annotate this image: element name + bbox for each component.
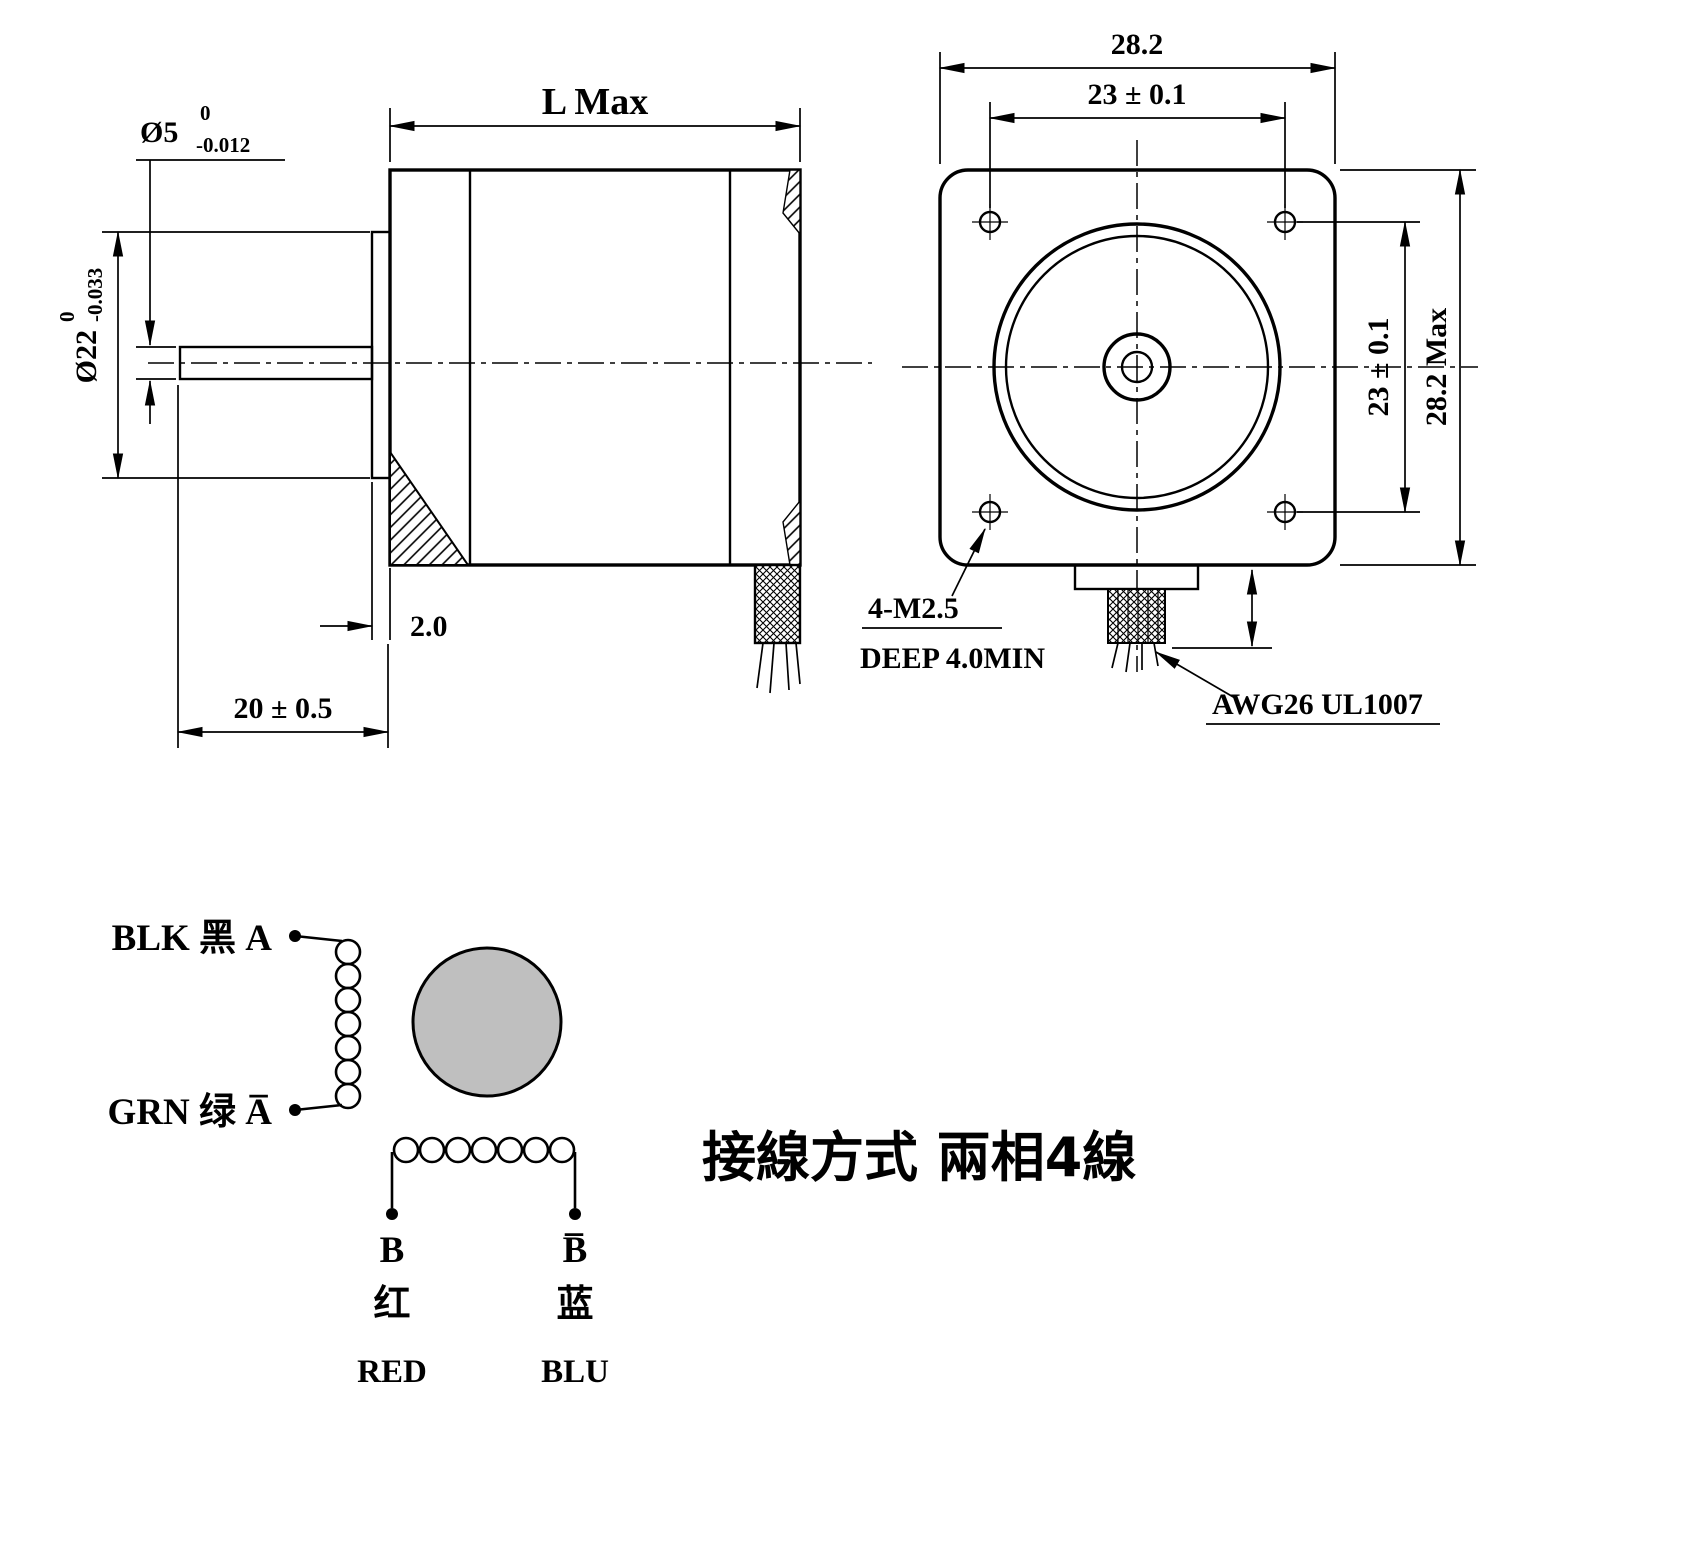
label-phase-a: BLK 黑 A — [112, 918, 273, 959]
terminal-b-bar — [569, 1208, 581, 1220]
dim-pilot-dia-group: Ø22 0 -0.033 — [55, 268, 107, 384]
mounting-holes — [972, 204, 1303, 530]
section-hatch — [389, 448, 470, 566]
cable-sleeve — [753, 563, 802, 645]
coil-loop — [334, 986, 362, 1014]
rotor — [411, 946, 563, 1098]
dim-l-max: L Max — [542, 81, 649, 123]
note-wire: AWG26 UL1007 — [1212, 688, 1423, 721]
dim-hole-span-side: 23 ± 0.1 — [1362, 318, 1395, 417]
coil-loop — [334, 1082, 362, 1110]
dim-hole-span-side-group: 23 ± 0.1 — [1362, 318, 1395, 417]
dim-pilot-dia-upper: 0 — [55, 312, 79, 323]
dim-width: 28.2 — [1111, 28, 1164, 61]
dim-shaft-dia-lower: -0.012 — [196, 133, 250, 157]
coil-loop — [334, 1034, 362, 1062]
dim-height-group: 28.2 Max — [1420, 308, 1453, 426]
leader-arrow — [951, 527, 986, 597]
coil-loop — [470, 1136, 498, 1164]
wiring-title: 接線方式 兩相4線 — [702, 1126, 1136, 1189]
dim-shaft-dia-upper: 0 — [200, 101, 211, 125]
cable-wire — [795, 642, 801, 685]
pilot-circle-outer — [992, 222, 1282, 512]
note-holes-line1: 4-M2.5 — [868, 592, 959, 625]
wire-end — [1111, 642, 1119, 669]
dim-pilot-dia-lower: -0.033 — [83, 268, 107, 322]
rear-chamfer-top — [782, 169, 801, 236]
coil-loop — [334, 962, 362, 990]
coil-loop — [334, 1058, 362, 1086]
coil-loop — [334, 1010, 362, 1038]
dim-shaft-length: 20 ± 0.5 — [234, 692, 333, 725]
dim-hole-span-top: 23 ± 0.1 — [1088, 78, 1187, 111]
coil-loop — [334, 938, 362, 966]
coil-a — [334, 938, 362, 1110]
front-view: 28.2 23 ± 0.1 23 ± 0.1 28.2 Max 4-M2.5 D… — [860, 28, 1478, 725]
label-phase-b-bar: B̅ — [563, 1230, 588, 1271]
coil-loop — [444, 1136, 472, 1164]
hub-circle — [1102, 332, 1172, 402]
wire-end — [1153, 642, 1159, 667]
note-holes-line2: DEEP 4.0MIN — [860, 642, 1045, 675]
dim-height: 28.2 Max — [1420, 308, 1453, 426]
coil-loop — [548, 1136, 576, 1164]
dim-boss-depth: 2.0 — [410, 610, 448, 643]
coil-loop — [418, 1136, 446, 1164]
label-phase-b-cn: 红 — [374, 1283, 411, 1325]
pilot-circle-inner — [1004, 234, 1270, 500]
coil-loop — [522, 1136, 550, 1164]
shaft — [178, 345, 374, 381]
dim-shaft-dia: Ø5 — [140, 116, 178, 149]
wire-end — [1125, 642, 1131, 673]
coil-b — [392, 1136, 576, 1164]
motor-body — [388, 168, 802, 567]
wire-bundle — [1107, 588, 1166, 644]
dim-pilot-dia: Ø22 — [70, 330, 103, 383]
label-phase-b-en: RED — [357, 1354, 427, 1390]
label-phase-b-bar-cn: 蓝 — [557, 1283, 594, 1325]
lead-wire — [294, 934, 343, 943]
lead-wire — [294, 1103, 343, 1112]
label-phase-a-bar: GRN 绿 A̅ — [108, 1091, 273, 1133]
wiring-diagram: BLK 黑 A GRN 绿 A̅ B B̅ 红 蓝 RED BLU 接線方式 兩… — [108, 918, 1137, 1390]
label-phase-b: B — [380, 1230, 405, 1271]
cable-wire — [756, 642, 764, 689]
cable-wire — [769, 642, 775, 694]
rear-chamfer-bottom — [782, 499, 801, 566]
shaft-hole — [1120, 350, 1154, 384]
coil-loop — [496, 1136, 524, 1164]
side-view: L Max Ø5 0 -0.012 Ø22 0 -0.033 2.0 20 ± … — [55, 81, 872, 748]
terminal-a-bar — [289, 1104, 301, 1116]
coil-loop — [392, 1136, 420, 1164]
label-phase-b-bar-en: BLU — [541, 1354, 609, 1390]
leader-arrow — [1154, 651, 1236, 699]
cable-wire — [785, 642, 790, 691]
pilot-boss — [370, 230, 392, 480]
terminal-b — [386, 1208, 398, 1220]
